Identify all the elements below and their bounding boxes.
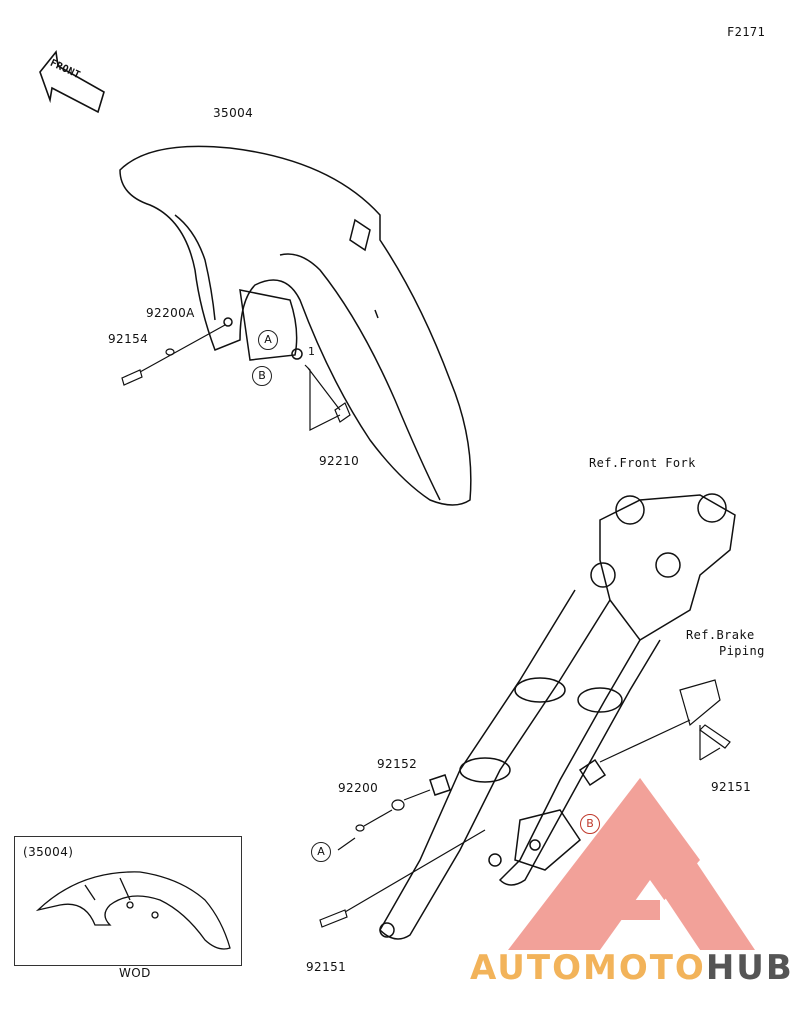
watermark-part2: MOTO <box>582 948 706 988</box>
inset-fender-drawing <box>35 871 231 950</box>
watermark-logo <box>508 778 755 950</box>
marker-a-fender: A <box>258 330 278 350</box>
front-fork-drawing <box>379 493 736 940</box>
variant-inset: (35004) <box>14 836 242 966</box>
front-arrow-icon <box>39 50 105 114</box>
marker-b-fork: B <box>580 814 600 834</box>
part-number-fender: 35004 <box>213 106 254 120</box>
fender-hardware <box>121 324 351 431</box>
ref-brake-line1: Ref.Brake <box>686 628 755 642</box>
ref-brake-line2: Piping <box>719 644 765 658</box>
part-number-bolt-right: 92151 <box>711 780 752 794</box>
diagram-code: F2171 <box>727 25 766 39</box>
marker-count: 1 <box>308 345 316 358</box>
part-number-washer-a: 92200A <box>146 306 195 320</box>
watermark-text: AUTOMOTOHUB <box>470 948 794 988</box>
marker-b-fender: B <box>252 366 272 386</box>
part-number-clip: 92210 <box>319 454 360 468</box>
part-number-collar: 92152 <box>377 757 418 771</box>
part-number-bolt-a: 92154 <box>108 332 149 346</box>
ref-front-fork: Ref.Front Fork <box>589 456 696 470</box>
part-number-washer-b: 92200 <box>338 781 379 795</box>
fender-drawing <box>119 145 472 506</box>
marker-a-fork: A <box>311 842 331 862</box>
fork-hardware <box>319 679 731 928</box>
part-number-bolt-bottom: 92151 <box>306 960 347 974</box>
watermark-part1: AUTO <box>470 948 583 988</box>
inset-part-number: (35004) <box>23 845 74 859</box>
watermark-part3: HUB <box>705 948 794 988</box>
inset-caption: WOD <box>119 966 151 980</box>
